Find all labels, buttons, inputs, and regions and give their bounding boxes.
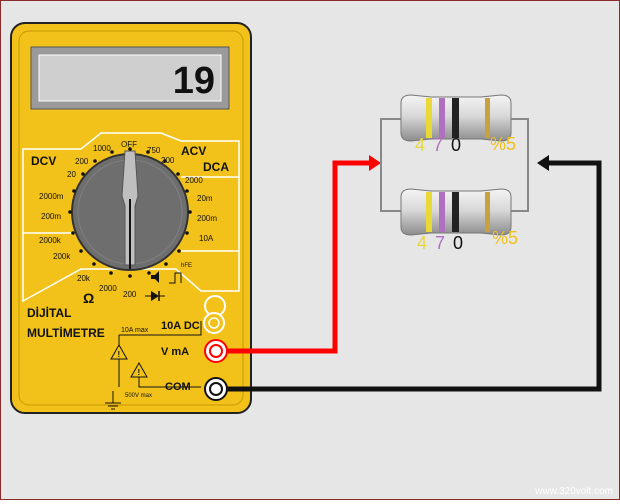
- rotary-selector[interactable]: [71, 150, 189, 271]
- resistor-1-band-tolerance: [485, 98, 490, 138]
- pos-acv-200[interactable]: 200: [161, 156, 175, 165]
- pos-ohm-2000[interactable]: 2000: [99, 284, 117, 293]
- jack-com[interactable]: [204, 377, 228, 401]
- resistor-2-digit-3: 0: [453, 233, 463, 253]
- parallel-wiring: [380, 118, 529, 212]
- label-dcv: DCV: [31, 154, 56, 168]
- pos-dcv-20[interactable]: 20: [67, 170, 76, 179]
- svg-text:!: !: [118, 350, 121, 359]
- label-500v-max: 500V max: [125, 393, 152, 399]
- resistor-1-band-3: [452, 98, 459, 138]
- resistor-1-digit-3: 0: [451, 135, 461, 155]
- resistor-1-band-1: [426, 98, 432, 138]
- black-arrow-icon: [537, 155, 549, 171]
- display-reading: 19: [173, 60, 215, 102]
- pos-ohm-200[interactable]: 200: [123, 290, 137, 299]
- pos-hfe[interactable]: hFE: [181, 263, 192, 269]
- pos-dca-2000[interactable]: 2000: [185, 176, 203, 185]
- pos-ohm-200k[interactable]: 200k: [53, 252, 71, 261]
- pos-off[interactable]: OFF: [121, 140, 137, 149]
- resistor-2: [400, 188, 512, 236]
- pos-ohm-20k[interactable]: 20k: [77, 274, 91, 283]
- resistor-1-digit-1: 4: [415, 135, 425, 155]
- pos-acv-750[interactable]: 750: [147, 146, 161, 155]
- resistor-2-code: 4 7 0 %5: [417, 228, 518, 253]
- label-10a-dc: 10A DC: [161, 320, 200, 332]
- pos-dcv-200m[interactable]: 200m: [41, 212, 61, 221]
- pos-dcv-200[interactable]: 200: [75, 157, 89, 166]
- red-arrow-icon: [369, 155, 381, 171]
- multimeter-bezel: [18, 30, 244, 406]
- brand-line-1: DİJİTAL: [27, 305, 71, 320]
- resistor-2-tolerance: %5: [492, 228, 518, 248]
- label-v-ma: V mA: [161, 346, 189, 358]
- pos-dca-200m[interactable]: 200m: [197, 214, 217, 223]
- resistor-2-digit-1: 4: [417, 233, 427, 253]
- jack-10a[interactable]: [203, 312, 225, 334]
- resistor-1-band-2: [439, 98, 445, 138]
- pos-dca-20m[interactable]: 20m: [197, 194, 213, 203]
- resistor-1-digit-2: 7: [433, 135, 443, 155]
- buzzer-icon: [151, 271, 159, 283]
- hfe-socket-icon: [169, 272, 182, 284]
- resistor-1: [400, 94, 512, 142]
- label-10a-max: 10A max: [121, 327, 149, 334]
- resistor-2-band-2: [439, 192, 445, 232]
- display-screen: [38, 54, 222, 102]
- svg-text:!: !: [138, 368, 141, 377]
- resistor-1-tolerance: %5: [490, 134, 516, 154]
- ground-icon: [105, 402, 121, 410]
- multimeter: 19 DCV ACV DCA Ω OFF 1000 200 20 2000m 2…: [10, 22, 252, 414]
- resistor-2-band-3: [452, 192, 459, 232]
- resistor-2-band-tolerance: [485, 192, 490, 232]
- resistor-2-digit-2: 7: [435, 233, 445, 253]
- range-outline: [22, 132, 240, 303]
- dial-tick-marks: [68, 147, 192, 278]
- resistor-1-code: 4 7 0 %5: [415, 134, 516, 155]
- pos-dcv-1000[interactable]: 1000: [93, 144, 111, 153]
- label-ohm: Ω: [83, 290, 94, 306]
- pos-dcv-2000m[interactable]: 2000m: [39, 192, 64, 201]
- resistor-2-band-1: [426, 192, 432, 232]
- pos-dca-10a[interactable]: 10A: [199, 234, 214, 243]
- label-acv: ACV: [181, 144, 206, 158]
- watermark: www.320volt.com: [534, 486, 613, 497]
- label-dca: DCA: [203, 160, 229, 174]
- black-probe-wire: [227, 155, 602, 392]
- brand-line-2: MULTİMETRE: [27, 325, 105, 340]
- red-probe-wire: [227, 155, 381, 354]
- jack-v-ma[interactable]: [204, 339, 228, 363]
- diode-icon: [145, 291, 165, 301]
- pos-ohm-2000k[interactable]: 2000k: [39, 236, 62, 245]
- jack-schematic-lines: [112, 321, 202, 403]
